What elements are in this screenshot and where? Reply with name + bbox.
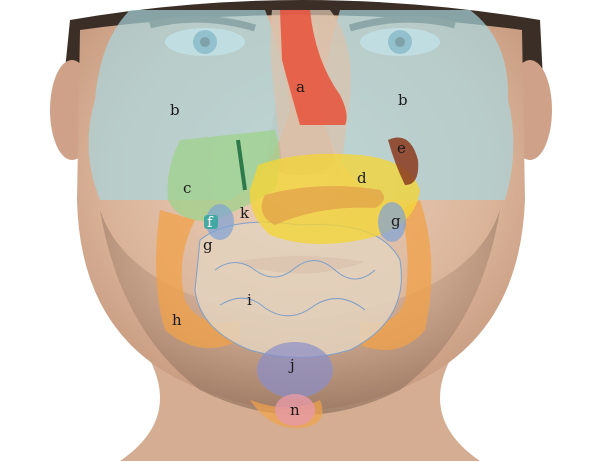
bladder xyxy=(257,342,333,398)
small-intestine xyxy=(195,222,401,357)
label-d: d xyxy=(357,169,367,187)
label-n: n xyxy=(290,401,300,419)
label-g-right: g xyxy=(391,212,401,230)
label-c: c xyxy=(183,179,191,197)
label-h: h xyxy=(172,311,182,329)
label-g-left: g xyxy=(203,236,213,254)
label-e: e xyxy=(397,139,406,157)
label-b-left: b xyxy=(170,101,180,119)
label-b-right: b xyxy=(398,91,408,109)
label-k: k xyxy=(240,204,250,222)
label-i: i xyxy=(247,291,252,309)
label-a: a xyxy=(296,78,305,96)
